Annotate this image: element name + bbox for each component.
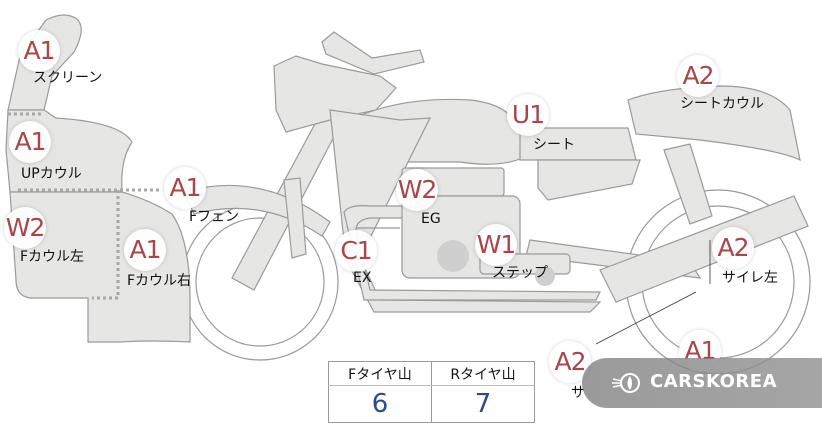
rear-frame	[663, 143, 713, 225]
side-cover-right-grade-badge: A2	[549, 341, 591, 383]
front-tire-value: 6	[328, 385, 432, 423]
main-frame	[329, 109, 602, 313]
f-cowl-right-grade-badge: A1	[124, 229, 166, 271]
rear-tire-header: Rタイヤ山	[431, 361, 535, 386]
side-cover-left-label: サイレ左	[722, 270, 778, 286]
side-cover-right-label: サ	[571, 385, 585, 401]
pointer-line	[595, 240, 711, 345]
carskorea-flame-logo-icon	[612, 373, 640, 393]
exhaust-label: EX	[353, 270, 372, 286]
screen-label: スクリーン	[33, 70, 103, 86]
step-peg	[535, 266, 555, 286]
engine-grade-badge: W2	[396, 169, 438, 211]
f-fender-label: Fフェン	[189, 209, 240, 225]
up-cowl-grade-badge: A1	[9, 121, 51, 163]
f-fender-grade-badge: A1	[164, 167, 206, 209]
rear-tire-value: 7	[431, 385, 535, 423]
engine-label: EG	[421, 211, 441, 227]
step-grade-badge: W1	[475, 224, 517, 266]
seat-cowl-shape	[627, 85, 801, 162]
cowl-boundary-dots	[8, 112, 162, 300]
seat-rail	[537, 159, 641, 201]
up-cowl-label: UPカウル	[21, 166, 82, 182]
seat-label: シート	[533, 137, 575, 153]
screen-grade-badge: A1	[18, 30, 60, 72]
f-cowl-right-label: Fカウル右	[127, 273, 192, 289]
engine-cover	[437, 240, 469, 272]
fork-leg	[283, 177, 307, 259]
side-cover-shape	[599, 195, 809, 303]
seat-cowl-grade-badge: A2	[677, 55, 719, 97]
f-cowl-left-grade-badge: W2	[4, 207, 46, 249]
tire-tread-table: Fタイヤ山 Rタイヤ山 6 7	[328, 361, 535, 423]
f-cowl-left-label: Fカウル左	[20, 249, 85, 265]
seat-grade-badge: U1	[507, 94, 549, 136]
front-fender	[183, 184, 331, 237]
handlebar	[321, 31, 425, 75]
carskorea-watermark: CARSKOREA	[582, 358, 822, 408]
exhaust-grade-badge: C1	[335, 230, 377, 272]
side-cover-left-grade-badge: A2	[712, 227, 754, 269]
brand-name: CARSKOREA	[650, 371, 777, 392]
front-tire-header: Fタイヤ山	[328, 361, 432, 386]
front-wheel-rim	[195, 217, 325, 347]
fairing-panel	[273, 55, 397, 133]
step-label: ステップ	[492, 265, 548, 281]
seat-cowl-label: シートカウル	[680, 96, 764, 112]
